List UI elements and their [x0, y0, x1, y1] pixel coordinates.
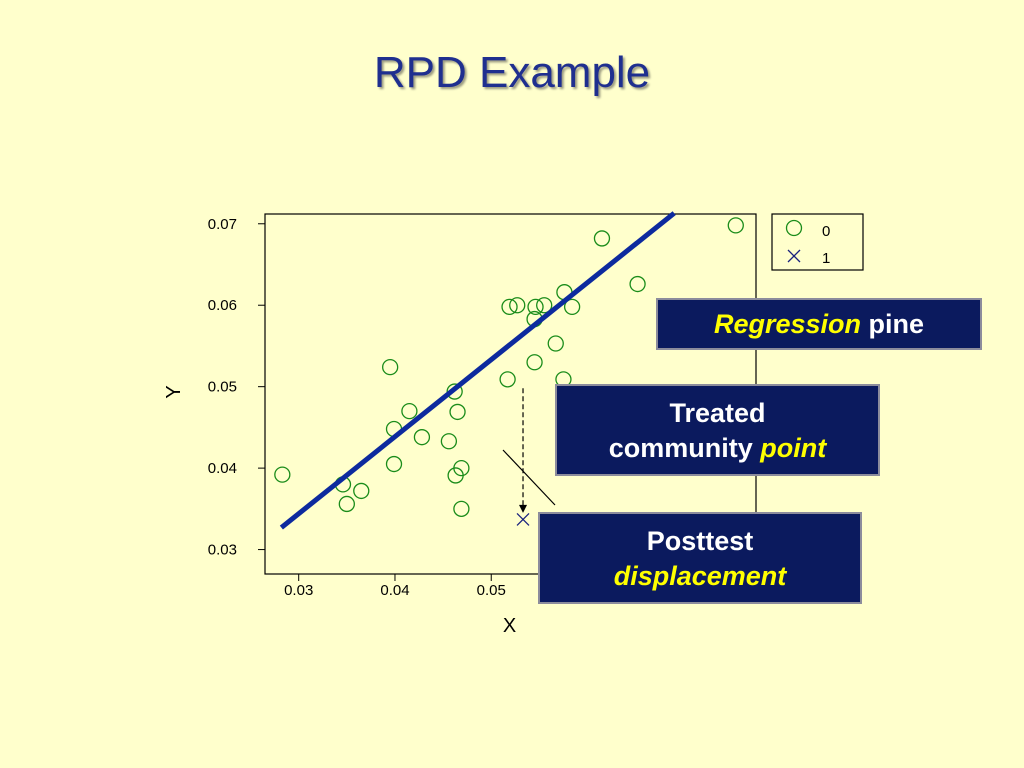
data-point-control [629, 275, 646, 293]
treated-mark-stroke [516, 512, 530, 526]
y-axis-label: Y [163, 385, 185, 398]
data-point-control [401, 402, 418, 420]
callout-regression-highlight: Regression [713, 309, 862, 339]
data-point-control [338, 495, 355, 513]
data-point-control [509, 297, 526, 314]
data-point-control [453, 500, 470, 517]
legend-label-1: 1 [822, 250, 830, 267]
callout-treated-highlight: point [760, 433, 827, 463]
data-point-control [449, 403, 466, 421]
y-tick-label: 0.05 [208, 379, 237, 396]
callout-posttest-highlight: displacement [613, 561, 787, 591]
y-tick-label: 0.07 [208, 216, 237, 233]
regression-line [279, 211, 676, 530]
x-tick-label: 0.05 [477, 582, 506, 599]
x-tick-label: 0.04 [380, 582, 409, 599]
y-tick-label: 0.06 [208, 297, 237, 314]
data-point-control [536, 297, 553, 314]
x-tick-label: 0.03 [284, 582, 313, 599]
data-point-control [593, 230, 611, 247]
displacement-arrowhead [519, 504, 528, 513]
legend-label-0: 0 [822, 223, 830, 240]
callout-leader-line [502, 449, 556, 506]
data-point-control [453, 459, 470, 477]
legend-marker-x [787, 249, 801, 263]
data-point-control [382, 358, 399, 376]
data-point-treated [516, 512, 530, 526]
legend-box [771, 213, 864, 271]
data-point-control [353, 482, 370, 500]
callout-treated-line1: Treated [669, 398, 766, 428]
callout-treated-line2: community [608, 433, 761, 463]
callout-regression-text: pine [861, 309, 925, 339]
data-point-control [446, 383, 463, 400]
callout-posttest-displacement: Posttest displacement [538, 512, 862, 604]
data-point-control [527, 298, 544, 316]
data-point-control [274, 466, 291, 483]
callout-posttest-line1: Posttest [646, 526, 754, 556]
y-tick-label: 0.04 [208, 460, 237, 477]
data-point-control [501, 298, 518, 316]
data-point-control [385, 455, 403, 473]
data-point-control [413, 429, 431, 446]
y-tick-label: 0.03 [208, 542, 237, 559]
data-point-control [727, 217, 744, 234]
callout-treated-point: Treated community point [555, 384, 880, 476]
data-point-control [547, 335, 564, 352]
x-axis-label: X [503, 615, 516, 637]
data-point-control [440, 433, 458, 450]
legend-marker-circle [785, 219, 803, 237]
data-point-control [563, 298, 581, 316]
data-point-control [499, 371, 516, 388]
data-point-control [526, 354, 543, 371]
slide-title: RPD Example [373, 48, 651, 97]
callout-regression-line: Regression pine [656, 298, 982, 350]
